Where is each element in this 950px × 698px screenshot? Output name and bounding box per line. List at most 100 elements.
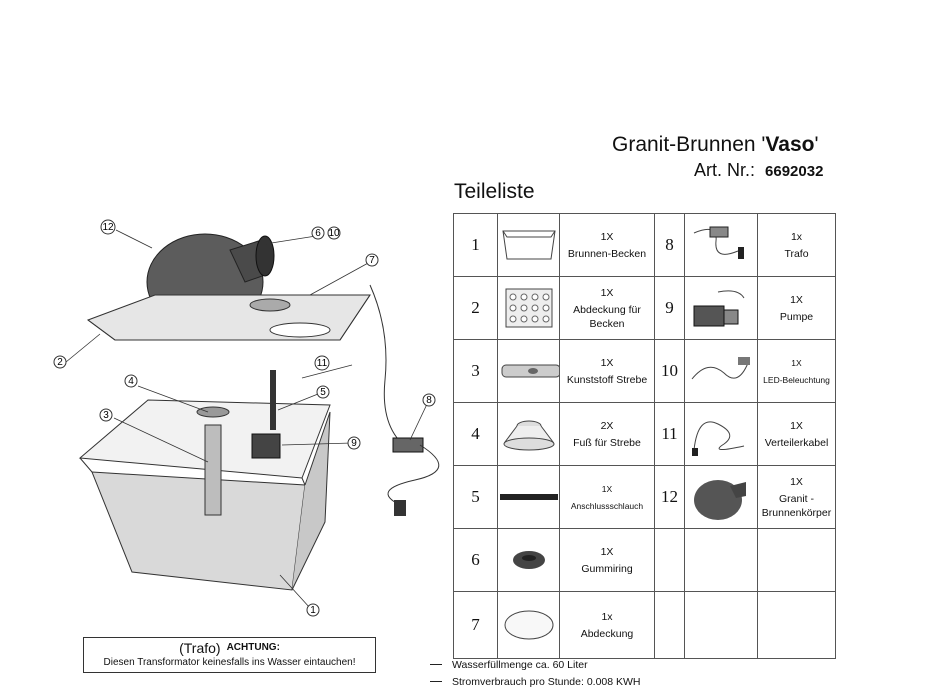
svg-text:2: 2 xyxy=(57,357,63,368)
hose-icon xyxy=(498,466,560,528)
callout-8: 8 xyxy=(422,393,436,407)
part-quantity: 1X xyxy=(601,483,613,494)
part-number: 12 xyxy=(655,466,685,528)
parts-table-row: 6 1X Gummiring xyxy=(454,529,835,592)
pump-icon xyxy=(685,277,758,339)
part-description: 1X LED-Beleuchtung xyxy=(758,340,835,402)
callout-12: 12 xyxy=(100,219,116,235)
part-name: Kunststoff Strebe xyxy=(566,373,648,386)
part-number: 9 xyxy=(655,277,685,339)
part-number: 8 xyxy=(655,214,685,276)
product-title: Granit-Brunnen 'Vaso' xyxy=(612,133,819,156)
basin-icon xyxy=(498,214,560,276)
cover-plate-drawing xyxy=(86,294,371,341)
part-quantity: 2X xyxy=(600,419,614,432)
part-number: 2 xyxy=(454,277,498,339)
part-quantity: 1X xyxy=(791,357,802,368)
part-name: Gummiring xyxy=(581,562,633,575)
warning-heading: ACHTUNG: xyxy=(226,642,280,653)
part-number: 4 xyxy=(454,403,498,465)
part-quantity: 1X xyxy=(790,419,803,432)
part-description: 1X Gummiring xyxy=(560,529,655,591)
part-quantity: 1x xyxy=(601,610,613,623)
part-number: 11 xyxy=(655,403,685,465)
svg-text:8: 8 xyxy=(426,395,432,406)
rubber-ring-icon xyxy=(498,529,560,591)
parts-table-row: 4 2X Fuß für Strebe 11 1X Verteilerkabel xyxy=(454,403,835,466)
part-description: 1X Verteilerkabel xyxy=(758,403,835,465)
part-quantity: 1X xyxy=(790,293,803,306)
part-name: LED-Beleuchtung xyxy=(763,374,830,385)
granite-vase-icon xyxy=(685,466,758,528)
foot-icon xyxy=(498,403,560,465)
parts-table-row: 2 1X Abdeckung für Becken 9 1X Pumpe xyxy=(454,277,835,340)
callout-10: 10 xyxy=(327,226,341,240)
callout-1: 1 xyxy=(306,603,320,617)
warning-text: Diesen Transformator keinesfalls ins Was… xyxy=(103,657,356,668)
part-name: Verteilerkabel xyxy=(764,436,829,449)
part-description xyxy=(758,592,835,658)
part-name: Fuß für Strebe xyxy=(573,436,641,449)
callout-7: 7 xyxy=(365,253,379,267)
part-number: 7 xyxy=(454,592,498,658)
part-name: Granit - Brunnenkörper xyxy=(761,492,832,519)
part-description: 1X Pumpe xyxy=(758,277,835,339)
part-number: 6 xyxy=(454,529,498,591)
part-number: 5 xyxy=(454,466,498,528)
svg-text:5: 5 xyxy=(320,387,326,398)
cover-grid-icon xyxy=(498,277,560,339)
transformer-warning: (Trafo) ACHTUNG: Diesen Transformator kei… xyxy=(83,637,376,673)
part-description: 2X Fuß für Strebe xyxy=(560,403,655,465)
led-icon xyxy=(685,340,758,402)
note-water-volume: Wasserfüllmenge ca. 60 Liter xyxy=(430,659,588,671)
part-quantity: 1X xyxy=(600,545,614,558)
transformer-icon xyxy=(685,214,758,276)
svg-text:11: 11 xyxy=(317,358,328,369)
strut-icon xyxy=(498,340,560,402)
callout-9: 9 xyxy=(347,436,361,450)
empty-cell xyxy=(685,529,758,591)
callout-3: 3 xyxy=(99,408,113,422)
part-number: 3 xyxy=(454,340,498,402)
callout-4: 4 xyxy=(124,374,138,388)
part-number: 10 xyxy=(655,340,685,402)
callout-6: 6 xyxy=(311,226,325,240)
round-cover-icon xyxy=(498,592,560,658)
part-name: Pumpe xyxy=(779,310,814,323)
part-number xyxy=(655,592,685,658)
part-description xyxy=(758,529,835,591)
part-description: 1X Kunststoff Strebe xyxy=(560,340,655,402)
part-quantity: 1X xyxy=(790,475,803,488)
svg-text:4: 4 xyxy=(128,376,134,387)
part-number: 1 xyxy=(454,214,498,276)
cable-icon xyxy=(685,403,758,465)
part-number xyxy=(655,529,685,591)
part-quantity: 1x xyxy=(790,230,803,243)
svg-text:7: 7 xyxy=(369,255,375,266)
callout-11: 11 xyxy=(314,355,330,371)
svg-text:10: 10 xyxy=(328,228,340,239)
empty-cell xyxy=(685,592,758,658)
svg-text:1: 1 xyxy=(310,605,316,616)
parts-table-row: 3 1X Kunststoff Strebe 10 1X LED-Beleuchtung xyxy=(454,340,835,403)
parts-list-heading: Teileliste xyxy=(454,180,535,203)
part-quantity: 1X xyxy=(600,356,614,369)
note-power-consumption: Stromverbrauch pro Stunde: 0.008 KWH xyxy=(430,676,641,688)
part-name: Anschlussschlauch xyxy=(570,500,644,511)
warning-prefix: (Trafo) xyxy=(179,640,221,656)
part-name: Abdeckung für Becken xyxy=(573,303,641,330)
parts-table-row: 5 1X Anschlussschlauch 12 1X Granit - Brunnen… xyxy=(454,466,835,529)
part-name: Abdeckung xyxy=(580,627,634,640)
part-name: Trafo xyxy=(784,247,809,260)
part-quantity: 1X xyxy=(600,286,614,299)
svg-text:12: 12 xyxy=(102,222,114,233)
part-description: 1X Abdeckung für Becken xyxy=(560,277,655,339)
part-name: Brunnen-Becken xyxy=(567,247,647,260)
callout-5: 5 xyxy=(316,385,330,399)
